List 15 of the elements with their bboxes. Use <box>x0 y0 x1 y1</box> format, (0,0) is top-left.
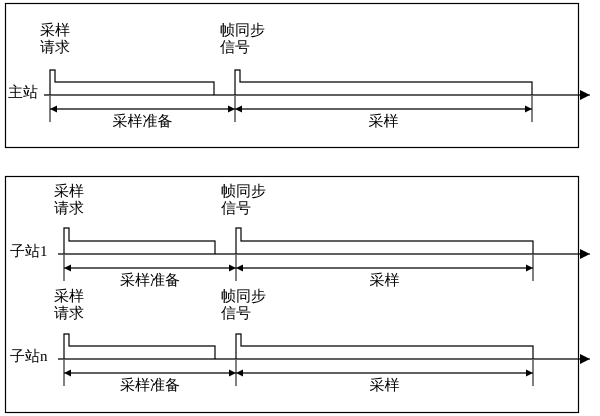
interval-label: 采样准备 <box>119 273 181 290</box>
signal-label: 采样请求 <box>54 289 85 323</box>
station-label: 子站1 <box>10 244 48 261</box>
interval-label: 采样 <box>368 114 400 131</box>
station-label: 子站n <box>10 349 48 366</box>
interval-label: 采样准备 <box>112 114 174 131</box>
station-label: 主站 <box>8 85 38 102</box>
signal-label: 采样请求 <box>40 23 71 57</box>
interval-label: 采样 <box>368 378 400 395</box>
signal-label: 帧同步信号 <box>221 289 267 323</box>
signal-label: 帧同步信号 <box>221 184 267 218</box>
interval-label: 采样 <box>368 273 400 290</box>
interval-label: 采样准备 <box>119 378 181 395</box>
signal-label: 采样请求 <box>54 184 85 218</box>
signal-label: 帧同步信号 <box>220 23 266 57</box>
